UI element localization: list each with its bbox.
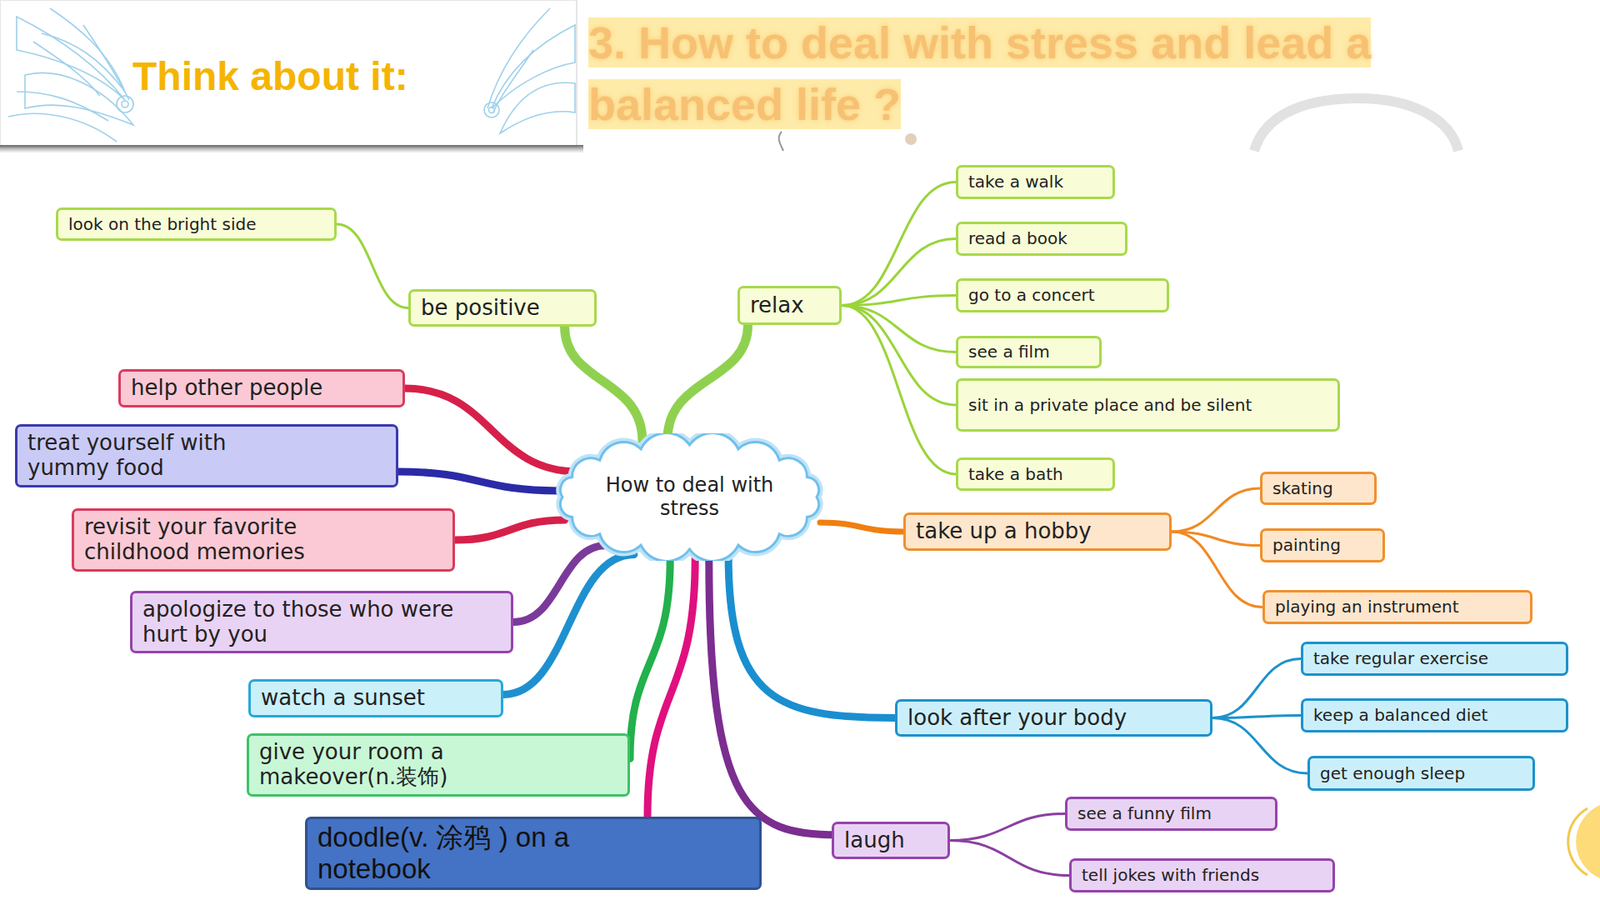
branch-connector: [841, 305, 956, 475]
node-text: see a film: [968, 342, 1050, 362]
node-text: watch a sunset: [260, 685, 425, 711]
branch-connector: [630, 558, 670, 760]
branch-connector: [841, 182, 956, 306]
branch-connector: [667, 325, 749, 440]
node-text: revisit your favorite childhood memories: [84, 515, 385, 565]
branch-connector: [728, 554, 895, 718]
node-text: take a walk: [968, 172, 1064, 192]
center-cloud: How to deal with stress: [550, 433, 829, 561]
topic-box: doodle(v. 涂鸦 ) on a notebook: [305, 816, 762, 890]
banner-label: Think about it:: [132, 53, 409, 100]
node-text: How to deal with stress: [585, 474, 795, 520]
topic-box: treat yourself with yummy food: [15, 424, 399, 488]
sketch-mark: [905, 133, 917, 145]
topic-box: take a walk: [955, 165, 1115, 200]
branch-connector: [1212, 659, 1301, 719]
node-text: give your room a makeover(n.装饰): [259, 740, 560, 790]
cloud-glow: [560, 433, 819, 561]
topic-box: skating: [1260, 471, 1377, 505]
node-text: doodle(v. 涂鸦 ) on a notebook: [317, 821, 676, 885]
topic-box: playing an instrument: [1262, 590, 1533, 625]
node-text: relax: [750, 293, 805, 319]
topic-box: apologize to those who were hurt by you: [130, 590, 514, 654]
node-text: sit in a private place and be silent: [968, 395, 1252, 415]
corner-ornament: [1568, 808, 1588, 875]
node-text: apologize to those who were hurt by you: [142, 597, 480, 648]
branch-connector: [709, 558, 838, 835]
topic-box: tell jokes with friends: [1069, 858, 1335, 893]
slide-title: 3. How to deal with stress and lead a ba…: [588, 17, 1371, 130]
node-text: get enough sleep: [1320, 764, 1465, 784]
topic-box: look after your body: [895, 699, 1213, 737]
topic-box: take up a hobby: [903, 512, 1172, 551]
branch-connector: [1212, 715, 1301, 719]
branch-connector: [405, 388, 579, 472]
topic-box: relax: [737, 285, 842, 325]
topic-box: read a book: [955, 221, 1128, 256]
node-text: read a book: [968, 229, 1068, 249]
topic-box: give your room a makeover(n.装饰): [246, 733, 630, 797]
topic-box: see a funny film: [1065, 796, 1278, 831]
node-text: tell jokes with friends: [1081, 865, 1260, 885]
floral-ornament: [8, 8, 575, 142]
branch-connector: [1171, 531, 1263, 608]
topic-box: take regular exercise: [1300, 641, 1569, 676]
topic-box: go to a concert: [955, 278, 1170, 313]
branch-connector: [503, 554, 635, 695]
branch-connector: [841, 239, 956, 306]
branch-connector: [336, 224, 409, 309]
branch-connector: [647, 558, 695, 817]
topic-box: keep a balanced diet: [1300, 698, 1569, 733]
branch-connector: [1212, 718, 1308, 775]
branch-connector: [1171, 488, 1260, 532]
node-text: go to a concert: [968, 285, 1095, 305]
node-text: keep a balanced diet: [1313, 705, 1488, 725]
branch-connector: [565, 326, 643, 441]
node-text: see a funny film: [1077, 804, 1212, 824]
sketch-mark: [779, 131, 784, 151]
topic-box: see a film: [955, 335, 1102, 369]
ring-ornament: [1254, 98, 1459, 151]
node-text: skating: [1272, 479, 1334, 499]
branch-connector: [950, 814, 1065, 841]
topic-box: painting: [1260, 528, 1385, 563]
topic-box: revisit your favorite childhood memories: [71, 508, 455, 572]
branch-connector: [820, 522, 904, 532]
branch-connector: [841, 295, 956, 306]
topic-box: get enough sleep: [1307, 755, 1535, 791]
node-text: look on the bright side: [68, 215, 256, 235]
topic-box: help other people: [118, 369, 405, 408]
branch-connector: [950, 840, 1070, 876]
topic-box: laugh: [831, 821, 950, 860]
node-text: laugh: [844, 828, 905, 854]
node-text: playing an instrument: [1275, 597, 1460, 617]
node-text: take up a hobby: [915, 519, 1092, 545]
banner: [0, 0, 577, 147]
branch-connector: [398, 471, 560, 491]
node-text: look after your body: [907, 705, 1127, 731]
node-text: be positive: [420, 295, 540, 321]
title-block: 3. How to deal with stress and lead a ba…: [588, 11, 1572, 135]
topic-box: look on the bright side: [55, 207, 337, 241]
topic-box: sit in a private place and be silent: [955, 378, 1340, 432]
node-text: take regular exercise: [1313, 649, 1489, 669]
topic-box: be positive: [408, 289, 597, 327]
node-text: painting: [1272, 535, 1341, 555]
node-text: take a bath: [968, 465, 1064, 485]
branch-connector: [455, 520, 565, 540]
topic-box: take a bath: [955, 457, 1115, 491]
node-text: help other people: [130, 375, 323, 401]
topic-box: watch a sunset: [248, 679, 504, 718]
node-text: treat yourself with yummy food: [27, 430, 303, 481]
banner-shadow: [0, 145, 584, 154]
cloud-shape: [560, 433, 819, 561]
